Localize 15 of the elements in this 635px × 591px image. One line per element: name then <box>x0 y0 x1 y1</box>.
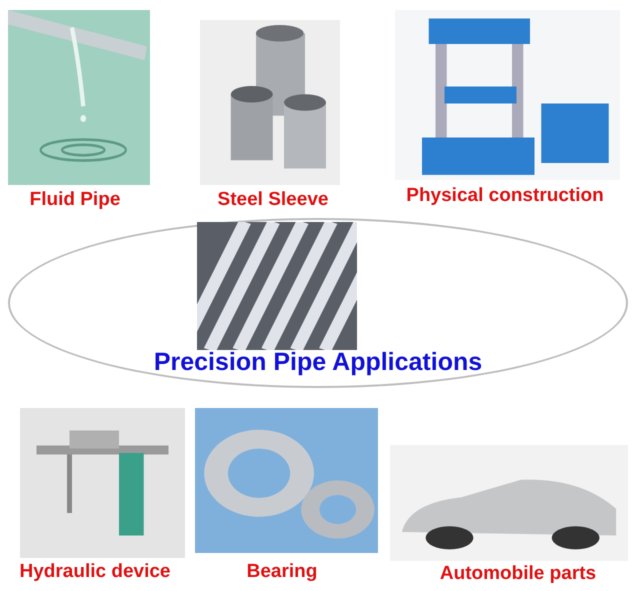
node-label: Hydraulic device <box>19 560 171 584</box>
steel-sleeve-drawing <box>200 20 340 185</box>
node-label: Physical construction <box>406 184 604 208</box>
press-machine-drawing <box>395 10 620 180</box>
ellipse-frame <box>8 218 628 388</box>
node-label: Automobile parts <box>440 562 596 586</box>
liquid-pouring-drawing <box>8 10 150 185</box>
bearing-drawing <box>195 408 378 553</box>
title-text: Precision Pipe Applications <box>154 346 482 378</box>
robot-arm-drawing <box>20 408 185 558</box>
node-label: Steel Sleeve <box>218 188 328 212</box>
car-drawing <box>390 445 628 561</box>
node-label: Bearing <box>246 560 318 584</box>
steel-pipes-drawing <box>197 222 357 350</box>
node-label: Fluid Pipe <box>30 188 120 212</box>
